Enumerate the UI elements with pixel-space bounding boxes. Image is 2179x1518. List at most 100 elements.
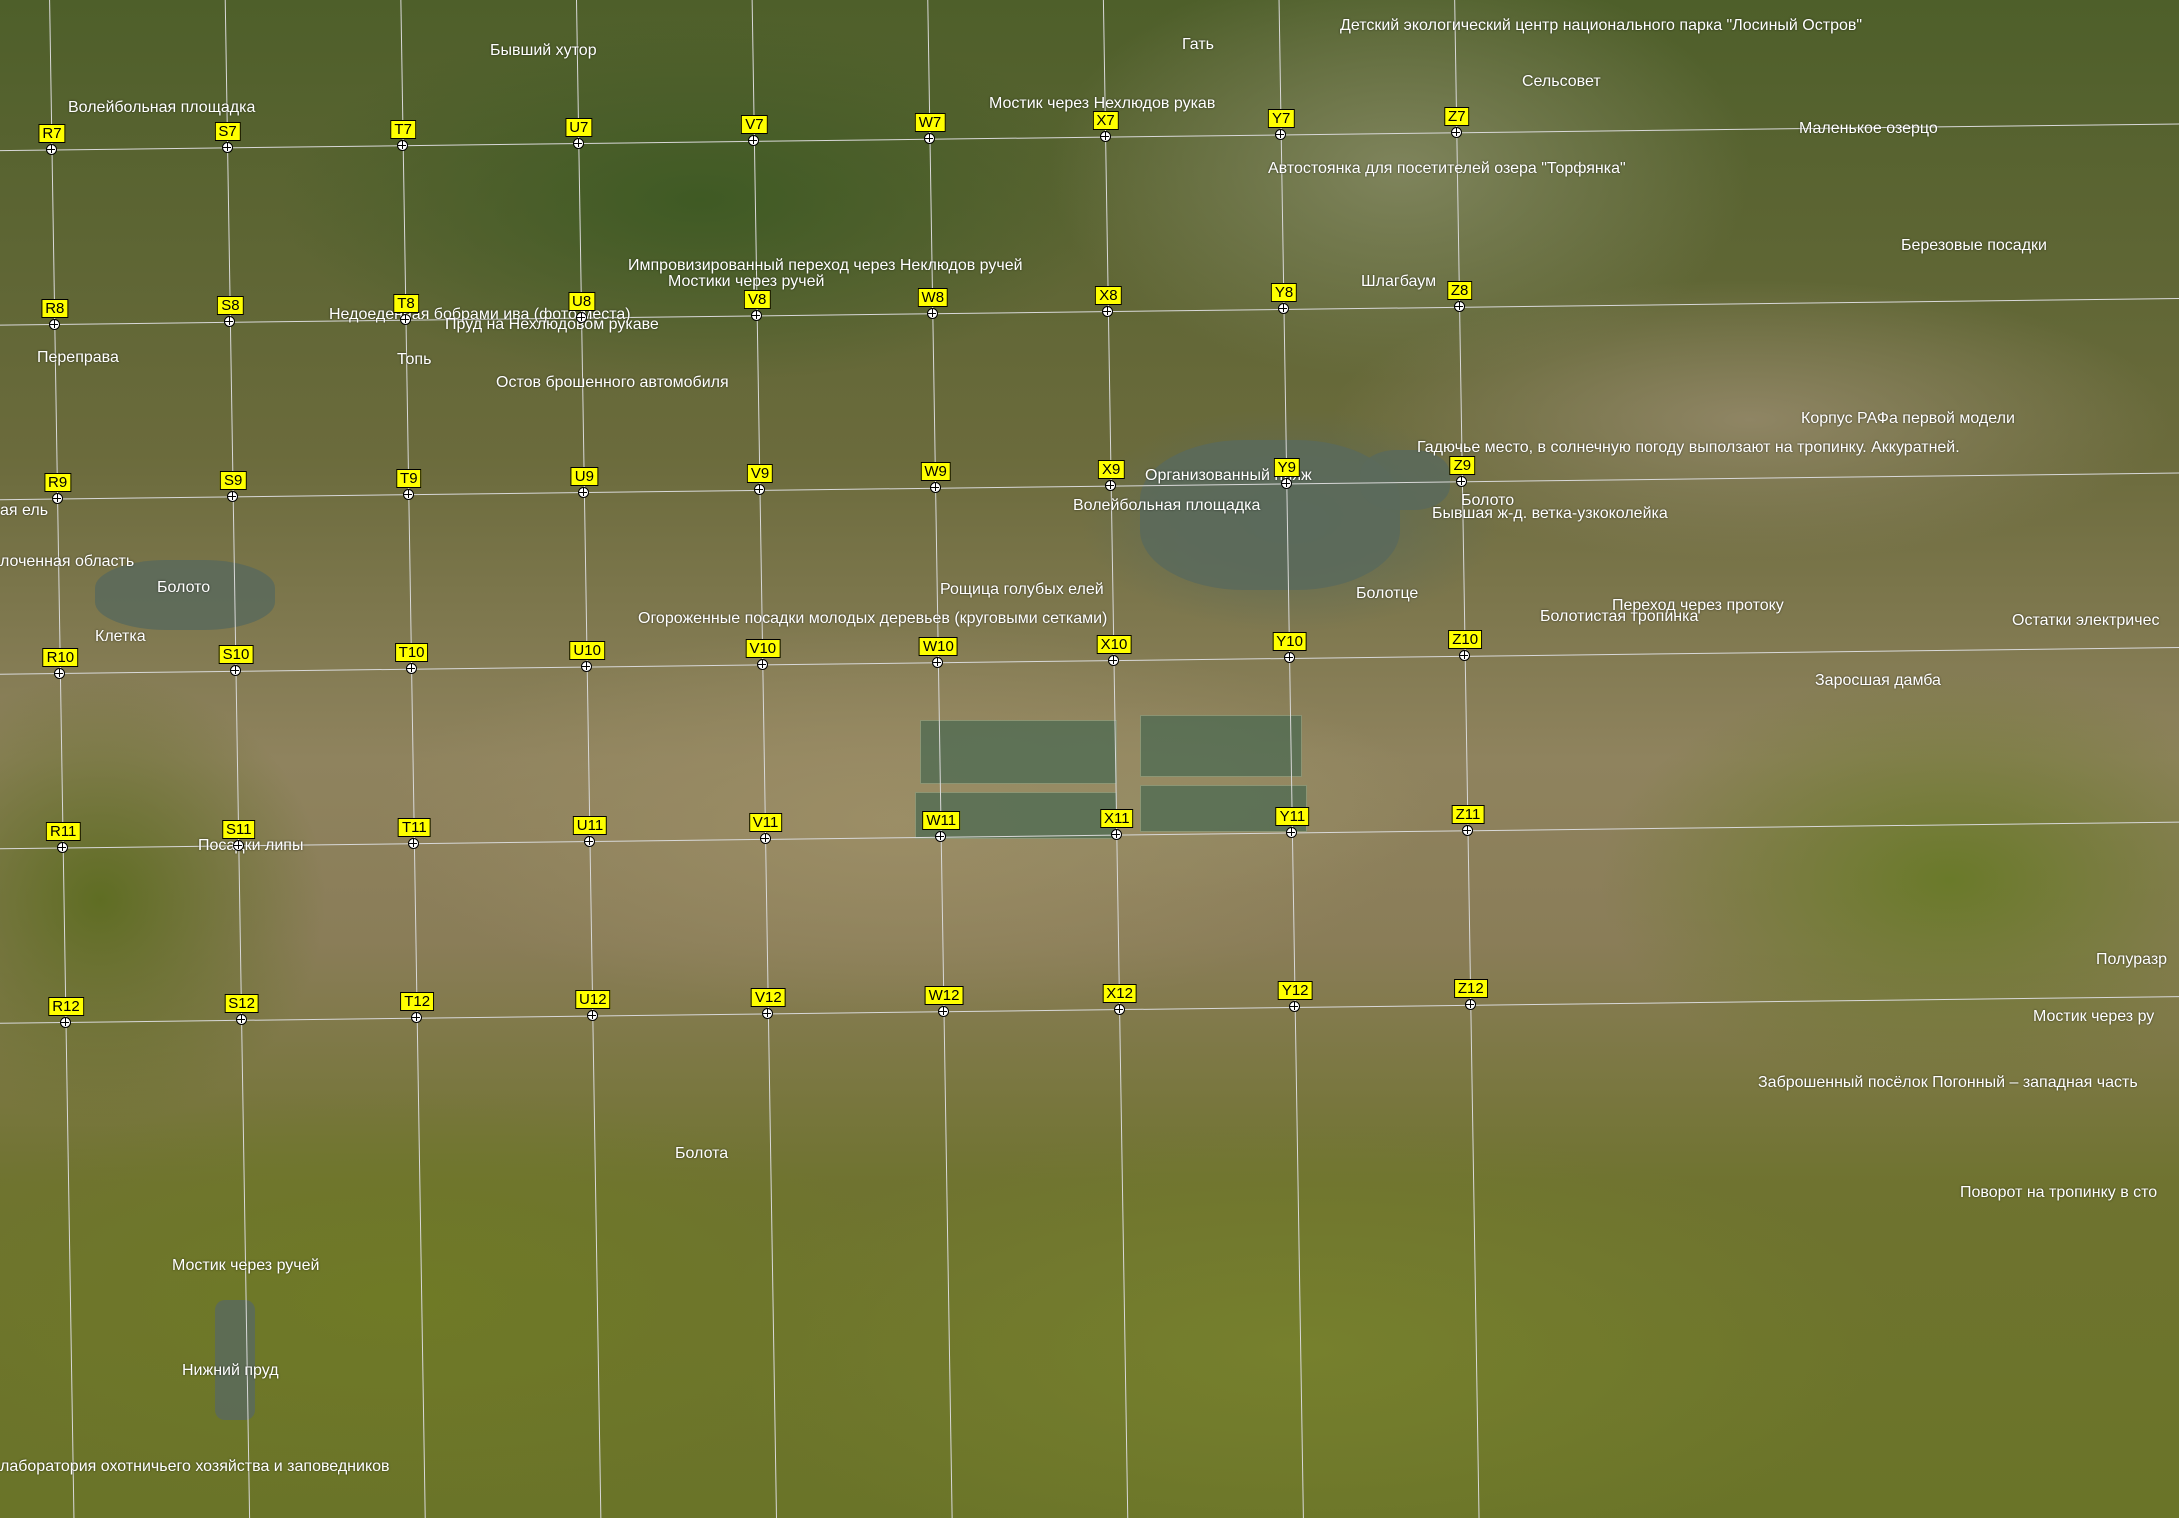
place-label[interactable]: Заброшенный посёлок Погонный – западная … xyxy=(1758,1074,2138,1091)
grid-code-label: S11 xyxy=(222,819,256,839)
grid-code-label: S7 xyxy=(214,121,241,141)
place-label[interactable]: Переход через протоку xyxy=(1612,597,1784,614)
place-label[interactable]: Шлагбаум xyxy=(1361,273,1437,290)
place-label[interactable]: Детский экологический центр национальног… xyxy=(1340,17,1863,34)
grid-code-label: X12 xyxy=(1102,983,1137,1003)
crosshair-pin-icon xyxy=(1105,480,1117,492)
place-label[interactable]: Рощица голубых елей xyxy=(940,581,1104,598)
place-label[interactable]: Огороженные посадки молодых деревьев (кр… xyxy=(638,610,1108,627)
crosshair-pin-icon xyxy=(938,1005,949,1017)
place-label[interactable]: Топь xyxy=(397,351,432,368)
grid-code-label: Z12 xyxy=(1453,979,1488,999)
grid-code-label: V8 xyxy=(744,289,771,309)
place-label[interactable]: Мостик через Нехлюдов рукав xyxy=(989,95,1216,112)
place-label[interactable]: Березовые посадки xyxy=(1901,237,2047,254)
place-label[interactable]: Организованный пляж xyxy=(1145,467,1312,484)
crosshair-pin-icon xyxy=(756,658,768,670)
place-label[interactable]: Мостик через ручей xyxy=(172,1257,320,1274)
grid-code-label: X11 xyxy=(1100,809,1134,829)
crosshair-pin-icon xyxy=(397,139,409,151)
place-label[interactable]: Болота xyxy=(675,1145,729,1162)
place-label[interactable]: Клетка xyxy=(95,628,146,645)
place-label[interactable]: Импровизированный переход через Неклюдов… xyxy=(628,257,1023,274)
grid-code-label: V10 xyxy=(745,638,781,658)
grid-code-label: X10 xyxy=(1096,634,1132,654)
crosshair-pin-icon xyxy=(221,141,233,153)
grid-code-label: U9 xyxy=(570,466,598,486)
grid-code-label: Z9 xyxy=(1449,455,1476,475)
grid-code-label: R9 xyxy=(44,473,72,492)
crosshair-pin-icon xyxy=(1278,303,1289,315)
place-label[interactable]: Гадючье место, в солнечную погоду выполз… xyxy=(1417,439,1960,456)
place-label[interactable]: лоченная область xyxy=(0,553,135,570)
crosshair-pin-icon xyxy=(1459,650,1471,662)
place-label[interactable]: Бывший хутор xyxy=(490,42,597,59)
crosshair-pin-icon xyxy=(1113,1003,1125,1015)
place-label[interactable]: Заросшая дамба xyxy=(1815,672,1941,689)
grid-code-label: U10 xyxy=(569,641,605,661)
crosshair-pin-icon xyxy=(1456,475,1468,487)
crosshair-pin-icon xyxy=(754,484,765,496)
crosshair-pin-icon xyxy=(1450,126,1462,138)
crosshair-pin-icon xyxy=(929,482,941,494)
place-label[interactable]: Автостоянка для посетителей озера "Торфя… xyxy=(1268,160,1626,177)
crosshair-pin-icon xyxy=(572,137,584,149)
place-label[interactable]: Переправа xyxy=(37,349,119,366)
grid-code-label: T10 xyxy=(394,643,429,663)
place-label[interactable]: Волейбольная площадка xyxy=(1073,497,1261,514)
place-label[interactable]: Болото xyxy=(1461,492,1515,509)
grid-line-horizontal xyxy=(0,996,2179,1024)
place-label[interactable]: Болото xyxy=(157,579,211,596)
grid-code-label: Y8 xyxy=(1270,283,1298,303)
place-label[interactable]: Болотце xyxy=(1356,585,1419,602)
grid-code-label: U11 xyxy=(572,815,608,835)
place-label[interactable]: Полуразр xyxy=(2096,951,2168,968)
grid-code-label: W8 xyxy=(917,287,949,307)
place-label[interactable]: Сельсовет xyxy=(1522,73,1601,90)
crosshair-pin-icon xyxy=(1099,131,1111,143)
crosshair-pin-icon xyxy=(586,1010,598,1022)
crosshair-pin-icon xyxy=(584,835,595,847)
grid-code-label: V9 xyxy=(746,464,774,484)
place-label[interactable]: Мостик через ру xyxy=(2033,1008,2155,1025)
place-label[interactable]: Пруд на Нехлюдовом рукаве xyxy=(445,316,659,333)
place-label[interactable]: Поворот на тропинку в сто xyxy=(1960,1184,2158,1201)
place-label[interactable]: Посадки липы xyxy=(198,837,304,854)
grid-line-vertical xyxy=(1454,0,1480,1518)
place-label[interactable]: Волейбольная площадка xyxy=(68,99,256,116)
place-label[interactable]: Мостики через ручей xyxy=(668,273,825,290)
grid-code-label: Y7 xyxy=(1268,108,1295,128)
grid-code-label: V7 xyxy=(741,115,768,135)
grid-code-label: X9 xyxy=(1098,460,1125,480)
place-label[interactable]: Болотистая тропинка xyxy=(1540,608,1699,625)
crosshair-pin-icon xyxy=(400,314,411,326)
place-label[interactable]: Нижний пруд xyxy=(182,1362,279,1379)
grid-code-label: S12 xyxy=(224,994,259,1014)
grid-code-label: U7 xyxy=(565,117,593,137)
grid-code-label: T11 xyxy=(398,817,431,837)
crosshair-pin-icon xyxy=(1286,826,1298,838)
place-label[interactable]: Остов брошенного автомобиля xyxy=(496,374,729,391)
grid-code-label: W9 xyxy=(920,462,951,482)
pond-water xyxy=(1360,450,1450,510)
pond-rectangle xyxy=(920,720,1117,784)
place-label[interactable]: ая ель xyxy=(0,502,49,519)
place-label[interactable]: Корпус РАФа первой модели xyxy=(1801,410,2015,427)
grid-code-label: W12 xyxy=(924,985,964,1005)
place-label[interactable]: Маленькое озерцо xyxy=(1799,120,1938,137)
place-label[interactable]: Гать xyxy=(1182,36,1214,53)
crosshair-pin-icon xyxy=(1462,824,1473,836)
place-label[interactable]: лаборатория охотничьего хозяйства и запо… xyxy=(0,1458,390,1475)
grid-code-label: Y12 xyxy=(1277,981,1313,1001)
place-label[interactable]: Остатки электричес xyxy=(2012,612,2160,629)
grid-line-vertical xyxy=(1278,0,1304,1518)
grid-code-label: R7 xyxy=(38,124,66,143)
place-label[interactable]: Бывшая ж-д. ветка-узкоколейка xyxy=(1432,505,1668,522)
crosshair-pin-icon xyxy=(1275,128,1287,140)
crosshair-pin-icon xyxy=(926,307,938,319)
grid-code-label: X7 xyxy=(1092,111,1119,131)
crosshair-pin-icon xyxy=(54,667,66,679)
crosshair-pin-icon xyxy=(1289,1001,1301,1013)
